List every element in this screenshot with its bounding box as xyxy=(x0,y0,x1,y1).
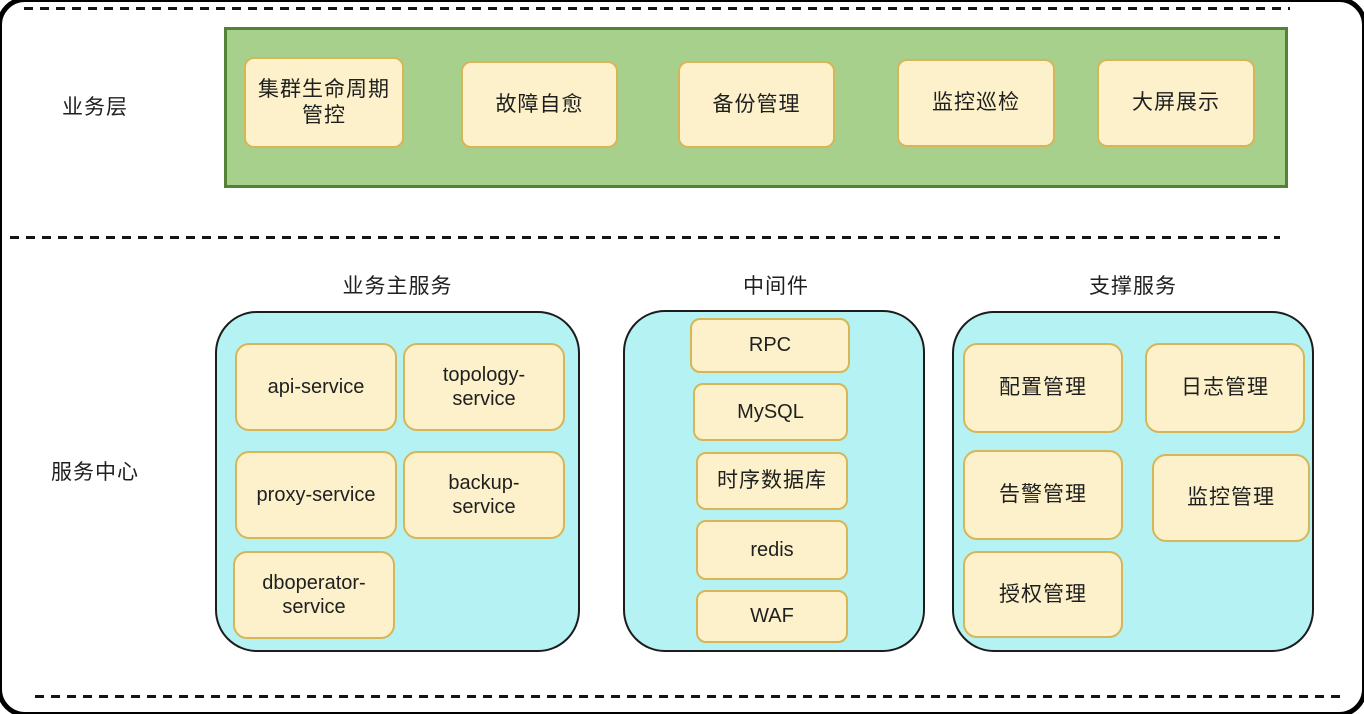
api-service-box: api-service xyxy=(235,343,397,431)
mysql-box: MySQL xyxy=(693,383,848,441)
tsdb-box: 时序数据库 xyxy=(696,452,848,510)
authorization-management-box: 授权管理 xyxy=(963,551,1123,638)
business-layer-label: 业务层 xyxy=(62,96,128,119)
fault-self-heal-box: 故障自愈 xyxy=(461,61,618,148)
divider-middle xyxy=(10,236,1280,239)
topology-service-box: topology- service xyxy=(403,343,565,431)
proxy-service-box: proxy-service xyxy=(235,451,397,539)
dboperator-service-box: dboperator- service xyxy=(233,551,395,639)
monitoring-management-box: 监控管理 xyxy=(1152,454,1310,542)
dashboard-display-box: 大屏展示 xyxy=(1097,59,1255,147)
service-center-label: 服务中心 xyxy=(51,461,139,484)
rpc-box: RPC xyxy=(690,318,850,373)
backup-management-box: 备份管理 xyxy=(678,61,835,148)
waf-box: WAF xyxy=(696,590,848,643)
redis-box: redis xyxy=(696,520,848,580)
log-management-box: 日志管理 xyxy=(1145,343,1305,433)
middleware-title: 中间件 xyxy=(743,275,809,298)
cluster-lifecycle-box: 集群生命周期 管控 xyxy=(244,57,404,148)
alert-management-box: 告警管理 xyxy=(963,450,1123,540)
config-management-box: 配置管理 xyxy=(963,343,1123,433)
support-services-title: 支撑服务 xyxy=(1089,275,1177,298)
backup-service-box: backup- service xyxy=(403,451,565,539)
divider-top xyxy=(24,7,1290,10)
monitoring-inspection-box: 监控巡检 xyxy=(897,59,1055,147)
main-services-title: 业务主服务 xyxy=(342,275,453,298)
divider-bottom xyxy=(35,695,1345,698)
